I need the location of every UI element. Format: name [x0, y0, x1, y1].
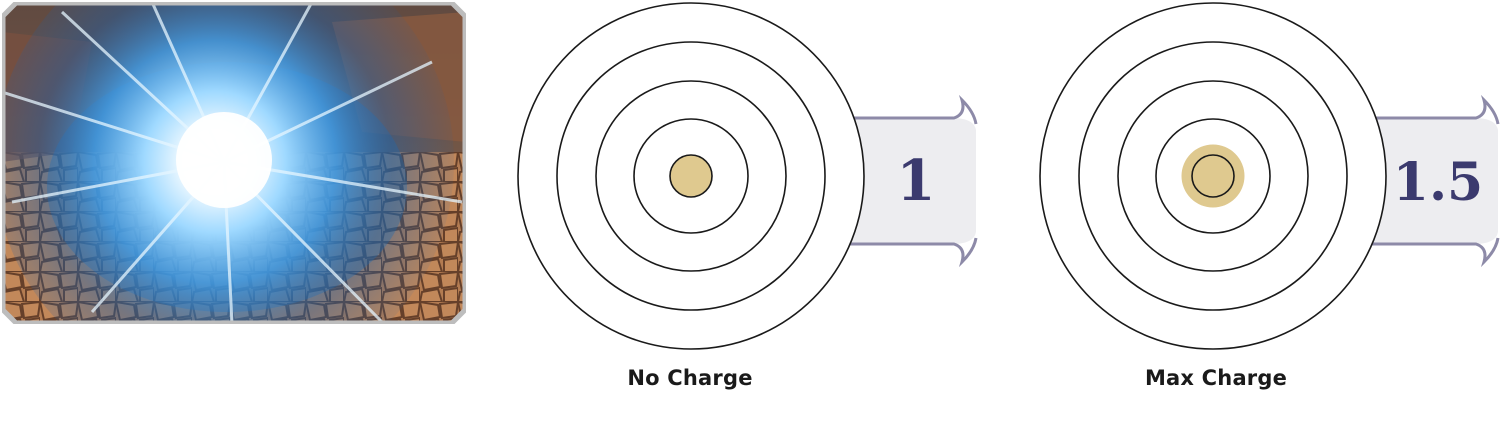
target-ring [1078, 41, 1348, 311]
multiplier-tab [1362, 94, 1500, 268]
multiplier-value: 1.5 [1393, 152, 1483, 213]
energy-blast-icon [2, 2, 466, 324]
blast-screenshot [2, 2, 466, 324]
no-charge-diagram: 1 [510, 0, 980, 360]
base-radius-ring [669, 154, 713, 198]
multiplier-value: 1 [897, 148, 936, 214]
blast-radius-core [1181, 144, 1245, 208]
target-ring [595, 80, 787, 272]
no-charge-label: No Charge [627, 366, 753, 390]
base-radius-ring [1191, 154, 1235, 198]
target-ring [1117, 80, 1309, 272]
radius-target-no-charge: 1 [517, 2, 978, 350]
max-charge-diagram: 1.5 [1032, 0, 1502, 360]
radius-target-max-charge: 1.5 [1039, 2, 1500, 350]
target-ring [1155, 118, 1271, 234]
target-ring [633, 118, 749, 234]
max-charge-label: Max Charge [1144, 366, 1288, 390]
multiplier-tab [840, 94, 978, 268]
target-ring [556, 41, 826, 311]
blast-radius-core [670, 155, 712, 197]
